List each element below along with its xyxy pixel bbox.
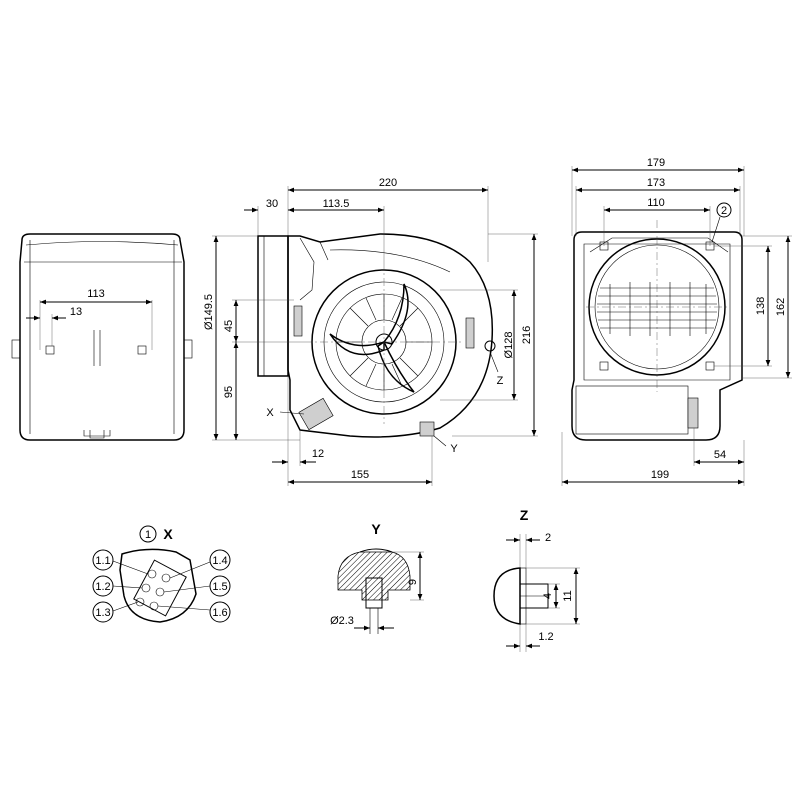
detail-z-dim-11: 11 <box>562 590 574 601</box>
front-dim-30: 30 <box>266 198 278 210</box>
right-dim-162: 162 <box>775 298 787 316</box>
front-label-z: Z <box>497 375 504 387</box>
right-callout-2: 2 <box>721 205 727 217</box>
detail-z-dim-1-2: 1.2 <box>538 631 553 643</box>
front-dim-128: Ø128 <box>503 332 515 359</box>
right-view-housing <box>571 231 743 441</box>
detail-z-title: Z <box>520 507 529 523</box>
front-dim-113-5: 113.5 <box>323 198 350 210</box>
right-dim-54: 54 <box>714 449 726 461</box>
detail-x: 1 X 1.1 1.2 1.3 1.4 1.5 1.6 <box>92 525 231 623</box>
pin-1-6: 1.6 <box>212 607 227 619</box>
pin-1-1: 1.1 <box>95 555 110 567</box>
detail-x-title: X <box>163 526 173 542</box>
front-label-x: X <box>266 407 274 419</box>
left-view-housing <box>19 233 185 441</box>
detail-x-callout: 1 <box>145 529 151 541</box>
front-view-housing <box>287 233 494 438</box>
detail-y-title: Y <box>371 521 381 537</box>
left-dim-13: 13 <box>70 306 82 318</box>
pin-1-4: 1.4 <box>212 555 227 567</box>
left-view: 113 13 <box>11 233 193 441</box>
front-label-y: Y <box>450 443 458 455</box>
front-dim-149-5: Ø149.5 <box>203 294 215 330</box>
detail-y: Y 9 Ø2.3 <box>330 521 424 634</box>
front-dim-155: 155 <box>351 469 369 481</box>
right-dim-199: 199 <box>651 469 669 481</box>
right-view: 179 173 110 2 138 162 199 54 <box>561 157 792 486</box>
left-dim-113: 113 <box>87 288 105 300</box>
front-dim-95: 95 <box>223 386 235 398</box>
pin-1-2: 1.2 <box>95 581 110 593</box>
right-dim-179: 179 <box>647 157 665 169</box>
front-dim-216: 216 <box>521 326 533 344</box>
front-dim-220: 220 <box>379 177 397 189</box>
front-dim-12: 12 <box>312 448 324 460</box>
front-view: 220 30 113.5 Ø149.5 45 95 Ø128 216 <box>203 177 538 486</box>
right-dim-110: 110 <box>647 197 665 209</box>
detail-y-dim-2-3: Ø2.3 <box>330 615 354 627</box>
detail-z-dim-2: 2 <box>545 532 551 544</box>
detail-z-dim-4: 4 <box>542 593 554 599</box>
pin-1-3: 1.3 <box>95 607 110 619</box>
detail-z: Z 2 4 11 1.2 <box>493 507 580 652</box>
pin-1-5: 1.5 <box>212 581 227 593</box>
right-dim-173: 173 <box>647 177 665 189</box>
detail-y-dim-9: 9 <box>407 579 419 585</box>
front-dim-45: 45 <box>223 320 235 332</box>
right-dim-138: 138 <box>755 297 767 315</box>
